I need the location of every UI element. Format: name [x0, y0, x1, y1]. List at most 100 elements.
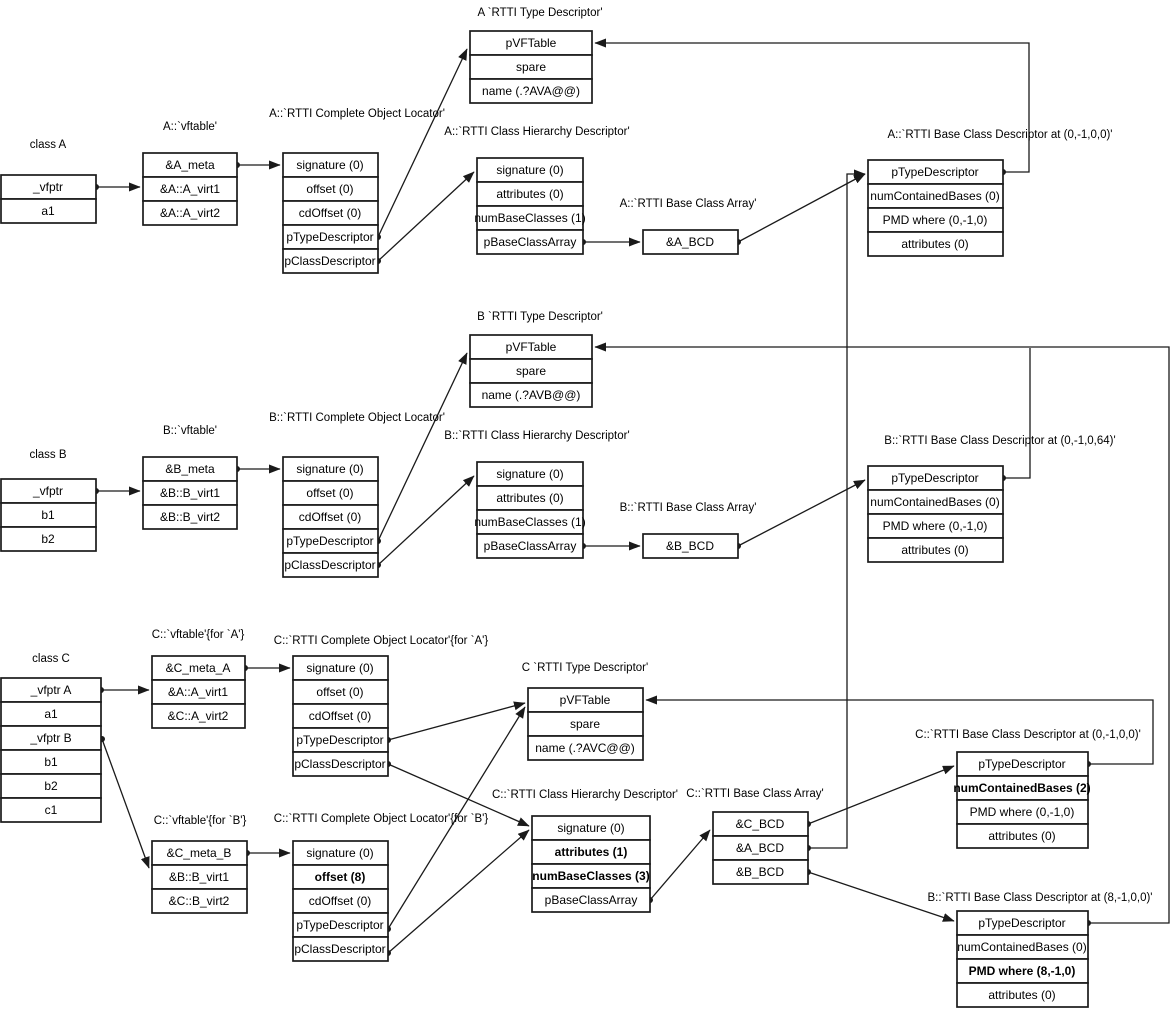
- arrow-colA-pcd-to-chdA: [377, 171, 475, 262]
- row-label: attributes (0): [988, 988, 1055, 1002]
- class-hierarchy-descriptor-b-box: B::`RTTI Class Hierarchy Descriptor' sig…: [444, 430, 630, 559]
- row-label: _vfptr: [32, 180, 63, 194]
- row-cell: [867, 183, 1004, 209]
- box-title: B::`RTTI Base Class Descriptor at (0,-1,…: [884, 435, 1115, 447]
- arrow-colA-ptd-to-tdA: [377, 48, 468, 238]
- row-label: signature (0): [296, 158, 363, 172]
- row-label: numBaseClasses (1): [474, 515, 585, 529]
- box-title: A::`RTTI Class Hierarchy Descriptor': [444, 126, 629, 138]
- row-cell: [282, 552, 379, 578]
- row-label: offset (0): [306, 486, 353, 500]
- box-title: B::`RTTI Base Class Array': [620, 502, 757, 514]
- vftable-b-box: B::`vftable' &B_meta &B::B_virt1 &B::B_v…: [142, 425, 238, 530]
- arrow-chdC-to-bcaC: [649, 829, 711, 901]
- row-label: attributes (0): [901, 237, 968, 251]
- box-title: B::`vftable': [163, 425, 217, 437]
- row-label: &B::B_virt1: [169, 870, 229, 884]
- row-label: numContainedBases (0): [957, 940, 1086, 954]
- row-cell: [142, 456, 238, 482]
- row-cell: [956, 910, 1089, 936]
- row-label: signature (0): [306, 846, 373, 860]
- row-cell: [476, 205, 584, 231]
- row-cell: [151, 864, 248, 890]
- row-cell: [282, 456, 379, 482]
- row-label: PMD where (0,-1,0): [883, 213, 988, 227]
- row-label: pTypeDescriptor: [296, 918, 383, 932]
- base-class-descriptor-c-box: C::`RTTI Base Class Descriptor at (0,-1,…: [915, 729, 1141, 849]
- row-cell: [0, 677, 102, 703]
- row-label: &C_BCD: [736, 817, 785, 831]
- row-cell: [0, 749, 102, 775]
- row-label: attributes (0): [496, 491, 563, 505]
- box-title: class B: [29, 449, 66, 461]
- row-cell: [282, 200, 379, 226]
- row-label: &C_meta_A: [166, 661, 231, 675]
- row-label: pTypeDescriptor: [978, 916, 1065, 930]
- box-title: class A: [30, 139, 67, 151]
- row-label: _vfptr B: [29, 731, 71, 745]
- row-cell: [867, 207, 1004, 233]
- base-class-descriptor-b64-box: B::`RTTI Base Class Descriptor at (0,-1,…: [867, 435, 1116, 563]
- row-cell: [151, 840, 248, 866]
- row-cell: [292, 679, 389, 705]
- row-cell: [142, 200, 238, 226]
- arrow-colCB-ptd-to-tdC: [387, 706, 526, 930]
- row-label: &B::B_virt2: [160, 510, 220, 524]
- box-title: A::`RTTI Base Class Array': [620, 198, 757, 210]
- row-label: attributes (0): [988, 829, 1055, 843]
- row-cell: [142, 504, 238, 530]
- row-label: numContainedBases (0): [870, 189, 999, 203]
- row-label: pClassDescriptor: [284, 254, 375, 268]
- connector-lines: [93, 38, 1170, 956]
- row-cell: [282, 504, 379, 530]
- row-cell: [867, 231, 1004, 257]
- base-class-descriptor-a-box: A::`RTTI Base Class Descriptor at (0,-1,…: [867, 129, 1113, 257]
- box-title: A `RTTI Type Descriptor': [477, 7, 602, 19]
- row-cell: [476, 485, 584, 511]
- row-cell: [0, 797, 102, 823]
- box-title: C::`vftable'{for `B'}: [154, 815, 247, 827]
- complete-object-locator-a-box: A::`RTTI Complete Object Locator' signat…: [269, 108, 445, 274]
- class-hierarchy-descriptor-a-box: A::`RTTI Class Hierarchy Descriptor' sig…: [444, 126, 630, 255]
- row-cell: [151, 888, 248, 914]
- box-title: B::`RTTI Base Class Descriptor at (8,-1,…: [927, 892, 1152, 904]
- row-cell: [527, 735, 644, 761]
- class-b-box: class B _vfptr b1 b2: [0, 449, 97, 552]
- row-label: attributes (0): [901, 543, 968, 557]
- row-label: &C::B_virt2: [169, 894, 230, 908]
- row-cell: [476, 157, 584, 183]
- row-label: b2: [44, 779, 58, 793]
- row-label: numContainedBases (0): [870, 495, 999, 509]
- type-descriptor-a-box: A `RTTI Type Descriptor' pVFTable spare …: [469, 7, 603, 104]
- row-label: cdOffset (0): [299, 510, 361, 524]
- box-title: C::`RTTI Base Class Descriptor at (0,-1,…: [915, 729, 1141, 741]
- arrow-colB-pcd-to-chdB: [377, 475, 475, 566]
- base-class-descriptor-b8-box: B::`RTTI Base Class Descriptor at (8,-1,…: [927, 892, 1153, 1008]
- row-label: _vfptr A: [30, 683, 72, 697]
- row-label: b1: [41, 508, 55, 522]
- row-label: pBaseClassArray: [484, 539, 577, 553]
- row-label: offset (8): [315, 870, 366, 884]
- row-label: &B_BCD: [666, 539, 714, 553]
- row-label: signature (0): [296, 462, 363, 476]
- row-cell: [292, 888, 389, 914]
- arrow-bcdC-ptd-to-tdC: [645, 695, 1154, 765]
- vftable-c-for-b-box: C::`vftable'{for `B'} &C_meta_B &B::B_vi…: [151, 815, 248, 914]
- row-label: &C_meta_B: [167, 846, 232, 860]
- arrow-classC-vfptrB-to-vftableB: [101, 738, 150, 869]
- row-label: cdOffset (0): [299, 206, 361, 220]
- arrow-bcaA-to-bcdA: [737, 173, 866, 243]
- row-cell: [0, 701, 102, 727]
- row-cell: [476, 181, 584, 207]
- row-label: numContainedBases (2): [953, 781, 1090, 795]
- box-title: C::`RTTI Complete Object Locator'{for `A…: [274, 635, 489, 647]
- row-label: _vfptr: [32, 484, 63, 498]
- box-title: B::`RTTI Complete Object Locator': [269, 412, 445, 424]
- box-title: B `RTTI Type Descriptor': [477, 311, 603, 323]
- row-label: c1: [45, 803, 58, 817]
- row-label: pTypeDescriptor: [891, 165, 978, 179]
- box-title: class C: [32, 653, 70, 665]
- row-label: &B_meta: [165, 462, 215, 476]
- row-label: signature (0): [306, 661, 373, 675]
- arrow-bcdB8-ptd-to-tdB: [594, 342, 1170, 924]
